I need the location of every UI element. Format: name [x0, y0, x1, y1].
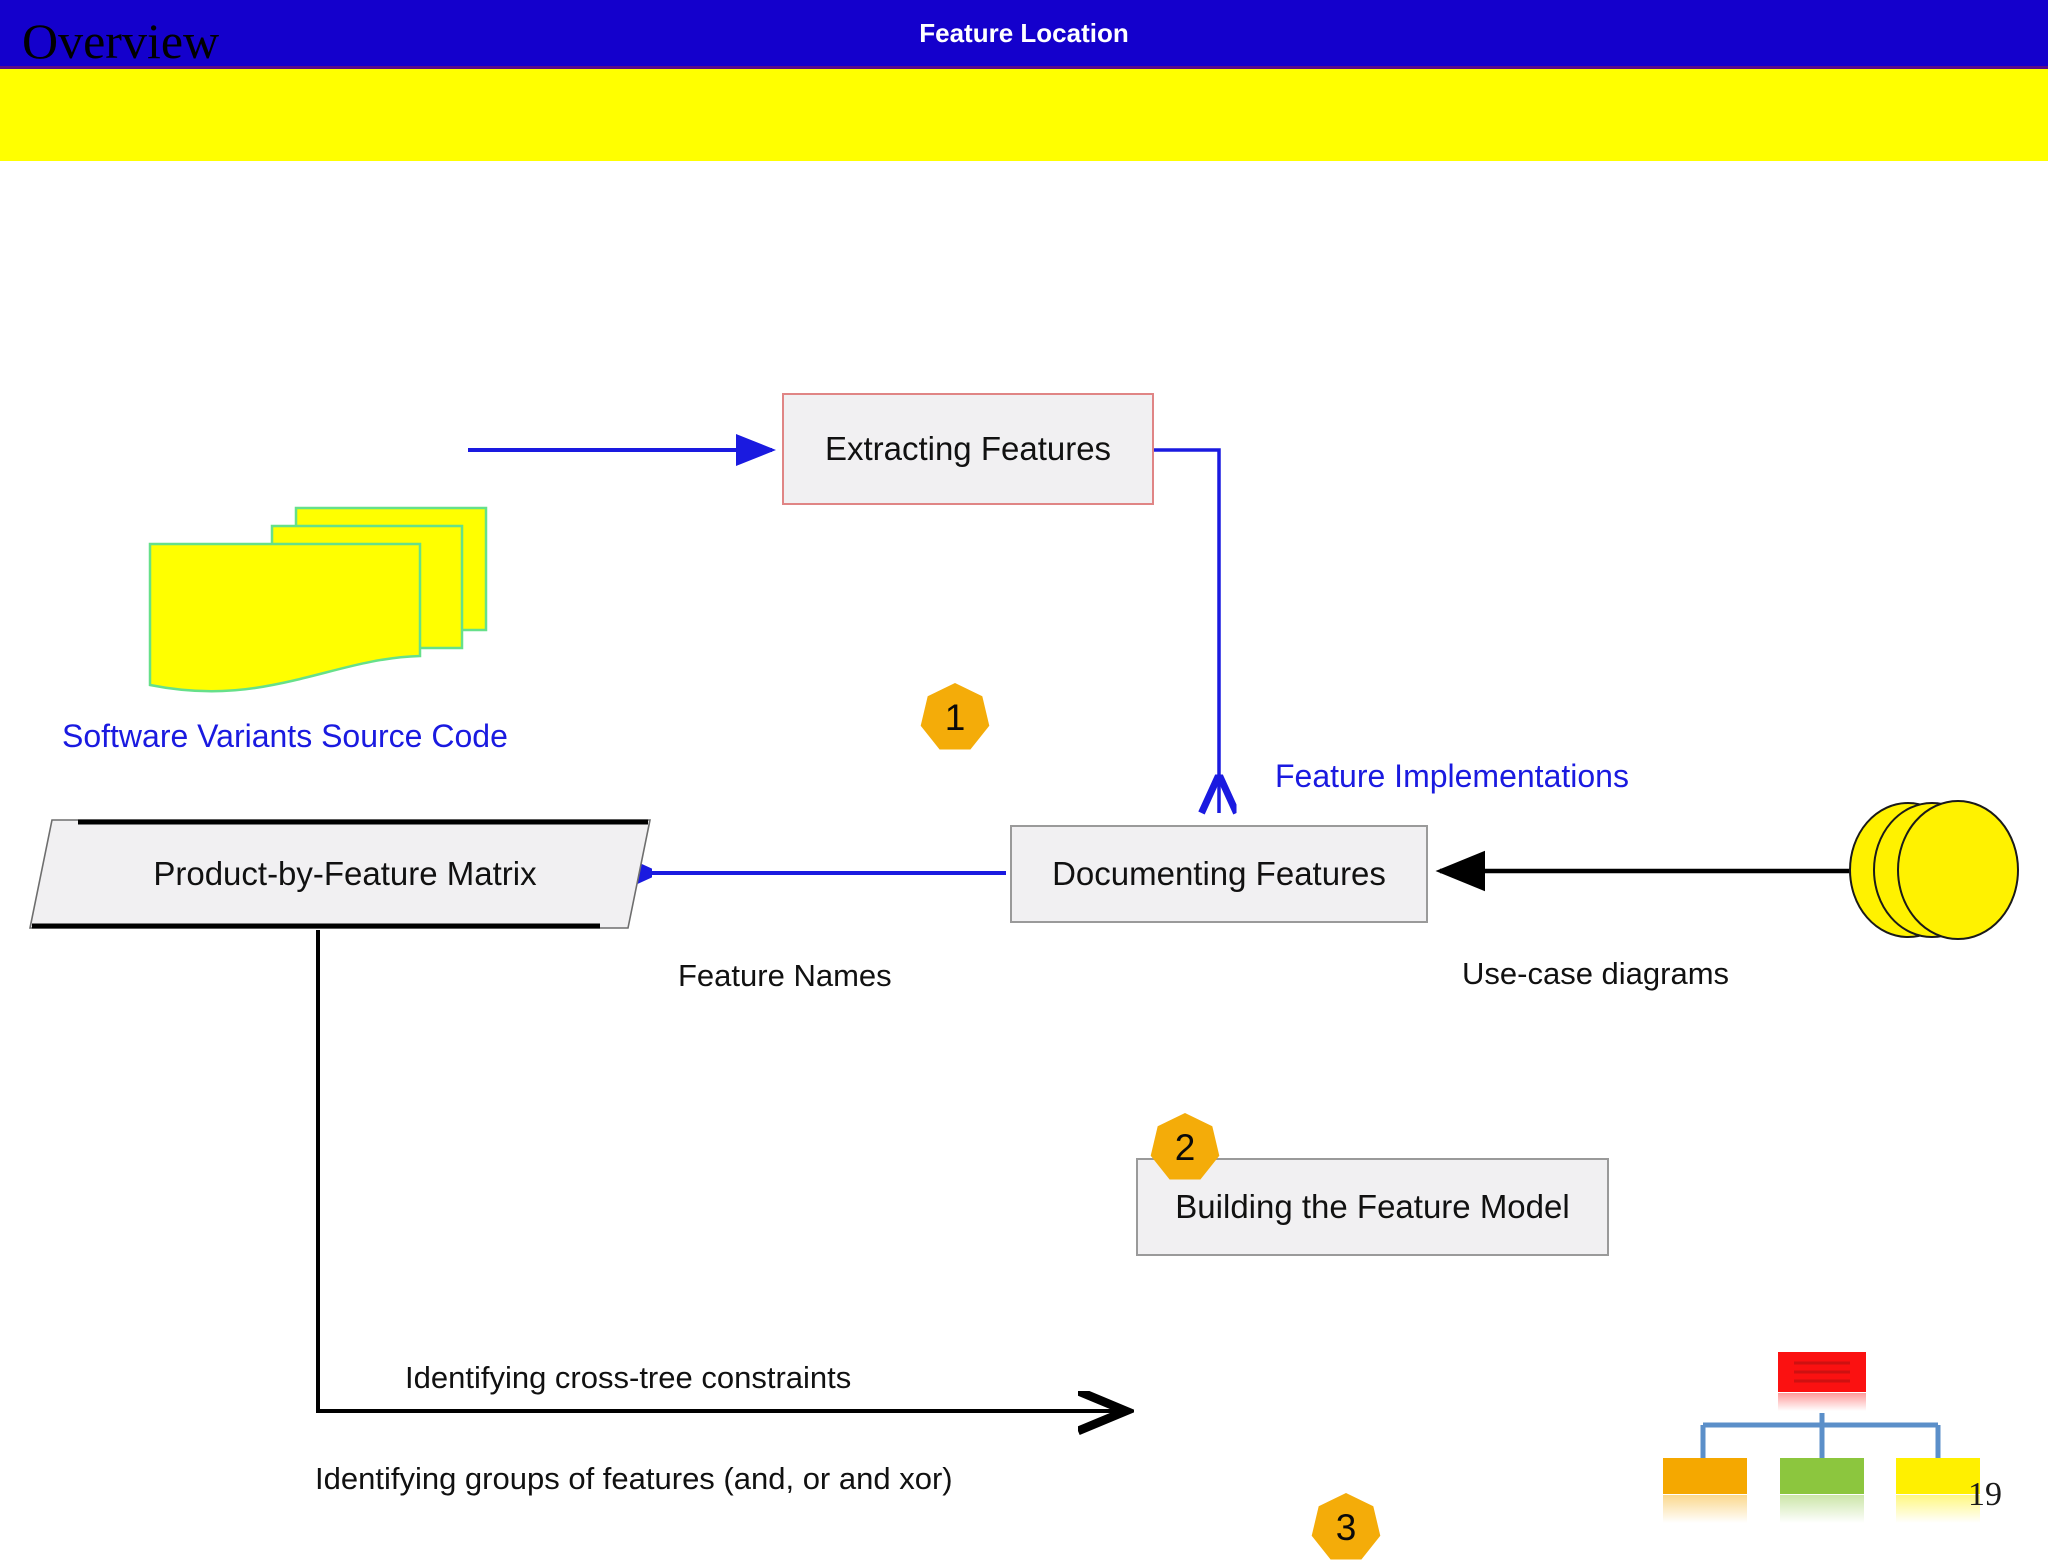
feature-model-tree-icon: [1663, 1352, 1980, 1523]
node-product-by-feature-matrix[interactable]: Product-by-Feature Matrix: [153, 855, 537, 892]
node-documenting-features[interactable]: Documenting Features: [1010, 825, 1428, 923]
label-use-case-diagrams: Use-case diagrams: [1462, 956, 1730, 991]
product-by-feature-matrix-shape: [29, 819, 651, 929]
slide-title: Feature Location: [919, 17, 1129, 48]
slide-title-bar: Feature Location: [0, 0, 2048, 66]
node-building-feature-model[interactable]: Building the Feature Model: [1136, 1158, 1609, 1256]
edge-matrix-to-building: [316, 930, 1126, 1411]
label-identifying-cross-tree-constraints: Identifying cross-tree constraints: [405, 1360, 852, 1395]
label-feature-implementations: Feature Implementations: [1275, 758, 1629, 794]
edge-extracting-to-documenting: [1154, 448, 1219, 813]
diagram-canvas: Extracting Features Documenting Features…: [0, 158, 2048, 1560]
label-feature-names: Feature Names: [678, 958, 892, 993]
connector-layer: [29, 434, 2019, 1523]
document-stack-icon: [148, 506, 488, 693]
disk-stack-icon: [1849, 800, 2019, 940]
label-identifying-groups-of-features: Identifying groups of features (and, or …: [315, 1461, 953, 1496]
section-banner: [0, 66, 2048, 161]
page-title: Overview: [22, 13, 220, 69]
page-number: 19: [1968, 1476, 2002, 1513]
label-software-variants-source-code: Software Variants Source Code: [62, 718, 508, 754]
node-extracting-features[interactable]: Extracting Features: [782, 393, 1154, 505]
